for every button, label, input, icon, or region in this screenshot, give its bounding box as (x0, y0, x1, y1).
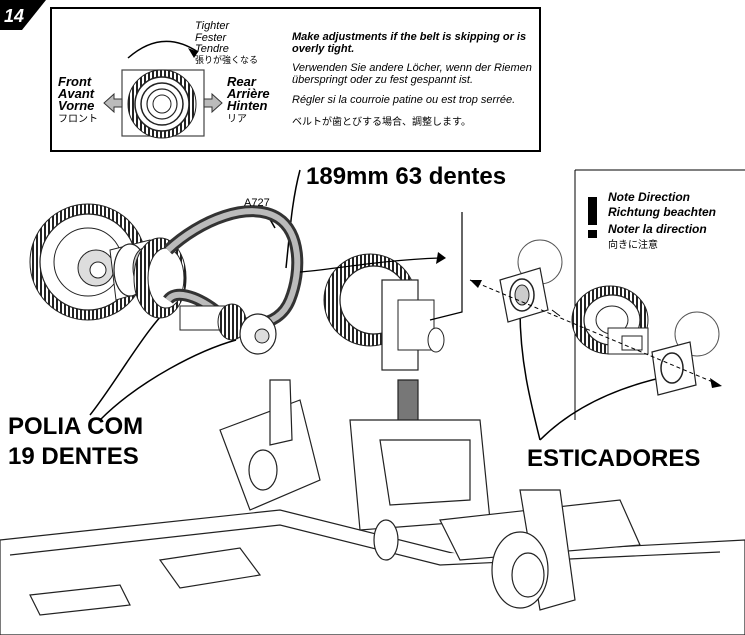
rear-label-fr: Arrière (227, 86, 270, 101)
adjust-label-jp: 張りが強くなる (195, 55, 259, 65)
belt-part-number: A727 (244, 197, 270, 209)
rear-arrow-icon (203, 92, 223, 114)
chassis (0, 379, 745, 635)
note-area (469, 169, 745, 420)
step-number: 14 (4, 6, 25, 26)
rear-label-jp: リア (227, 114, 247, 125)
pulley-label-line2: 19 DENTES (8, 443, 139, 470)
belt-spec-label: 189mm 63 dentes (306, 163, 507, 190)
front-label-fr: Avant (58, 86, 95, 101)
step-badge (0, 0, 46, 30)
adjust-label-fr: Tendre (195, 43, 229, 55)
adjust-label-en: Tighter (195, 20, 230, 32)
note-label-fr: Noter la direction (608, 222, 707, 236)
center-pulley-assembly (299, 212, 463, 371)
note-label-de: Richtung beachten (608, 205, 717, 219)
instruction-de: Verwenden Sie andere Löcher, wenn der Ri… (292, 62, 532, 86)
instruction-fr: Régler si la courroie patine ou est trop… (292, 94, 516, 106)
adjust-label-de: Fester (195, 32, 227, 44)
note-label-jp: 向きに注意 (608, 240, 658, 251)
front-label-en: Front (58, 74, 92, 89)
small-pulley (179, 303, 277, 355)
tensioners-label: ESTICADORES (527, 445, 701, 472)
drive-pulley (133, 237, 187, 319)
front-label-jp: フロント (58, 114, 98, 125)
rear-label-en: Rear (227, 74, 256, 89)
instruction-en: Make adjustments if the belt is skipping… (292, 31, 527, 55)
pulley-label-line1: POLIA COM (8, 413, 144, 440)
front-arrow-icon (103, 92, 123, 114)
rear-label-de: Hinten (227, 98, 268, 113)
inset-pulley-illustration (121, 40, 205, 139)
instruction-jp: ベルトが歯とびする場合、調整します。 (292, 117, 471, 128)
note-label-en: Note Direction (608, 190, 691, 204)
front-label-de: Vorne (58, 98, 95, 113)
